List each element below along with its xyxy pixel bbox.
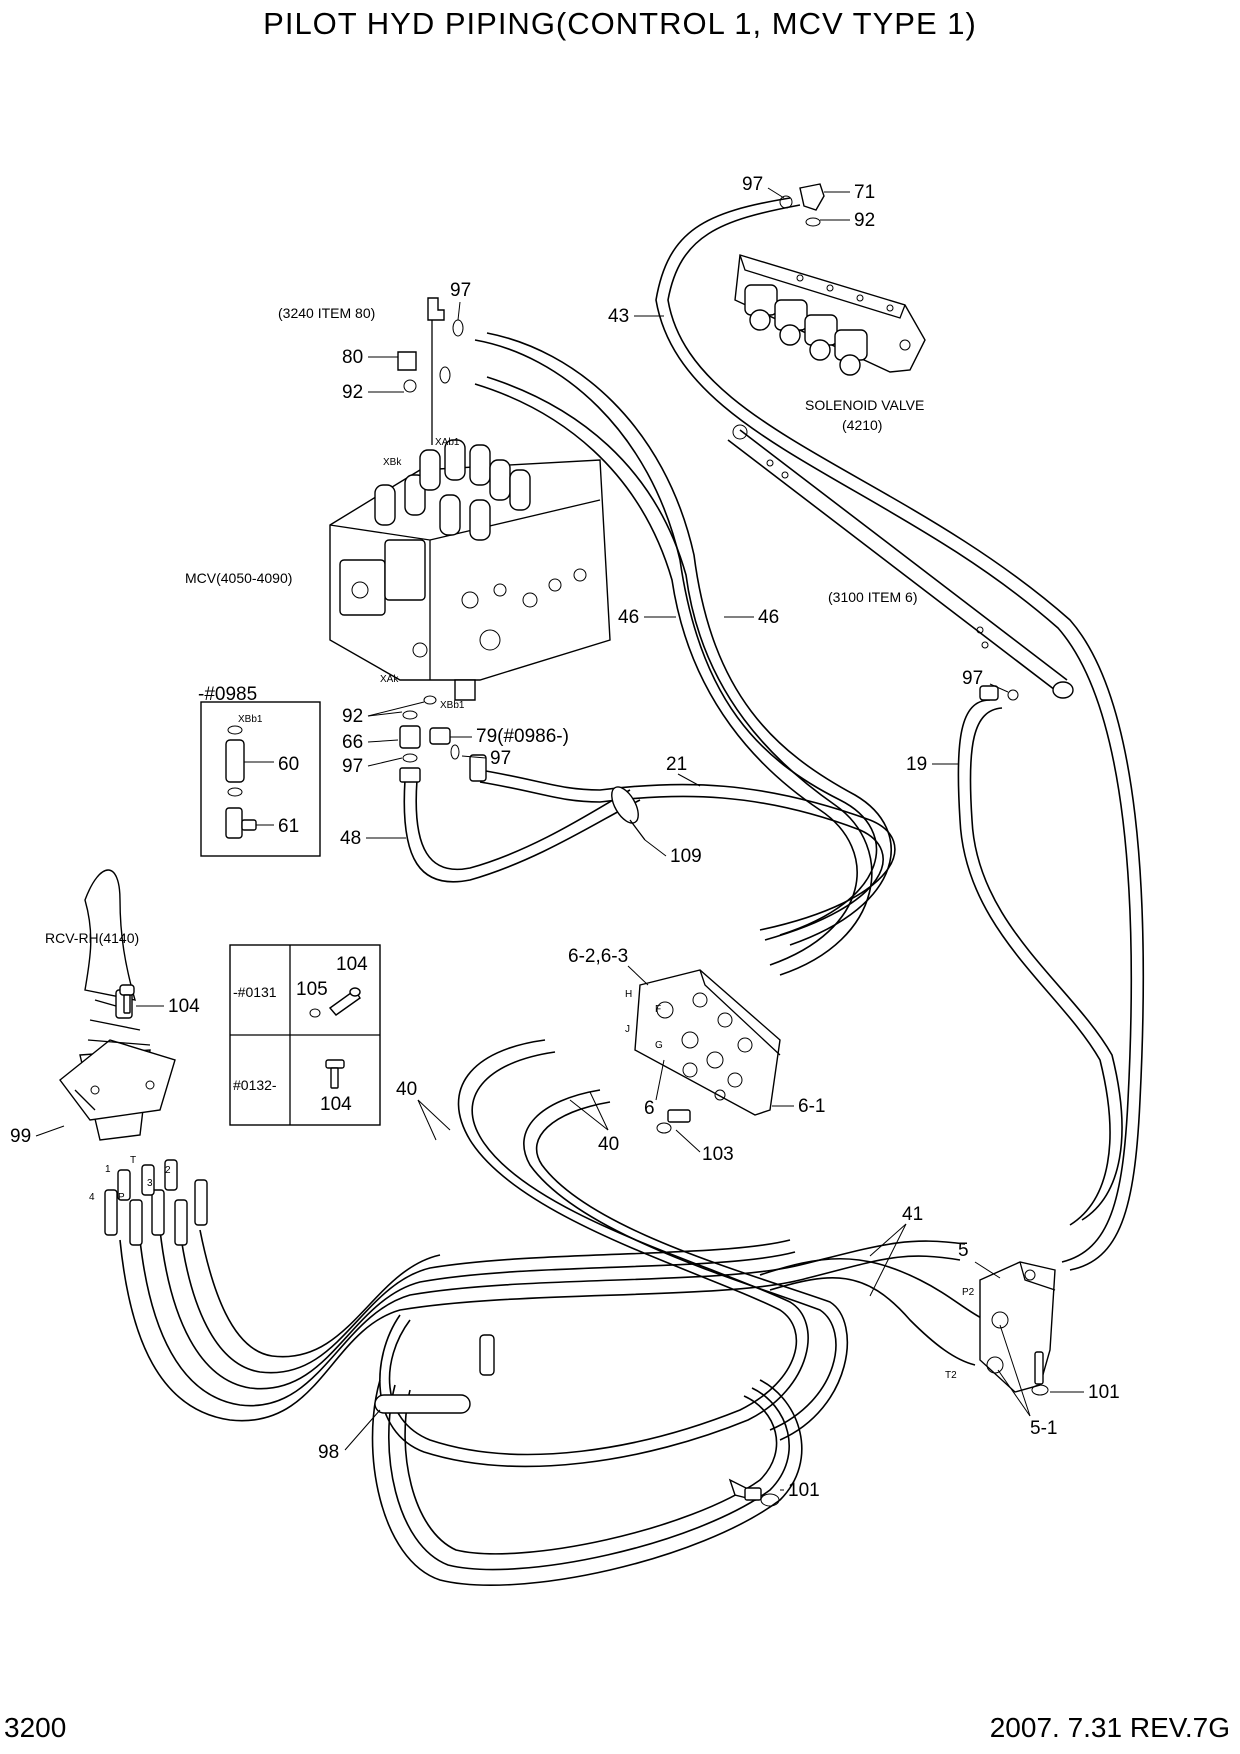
callout-19: 19 — [906, 754, 927, 775]
date-revision: 2007. 7.31 REV.7G — [989, 1712, 1230, 1743]
rcv-label: RCV-RH(4140) — [45, 930, 139, 946]
remote-control-valve[interactable] — [59, 869, 208, 1246]
callout-41: 41 — [902, 1204, 923, 1225]
callout-46: 46 — [758, 607, 779, 628]
callout-66: 66 — [342, 732, 363, 753]
callout-92: 92 — [854, 210, 875, 231]
callout-48: 48 — [340, 828, 361, 849]
port-xab1: XAb1 — [435, 437, 460, 448]
solenoid-valve-ref: (4210) — [842, 417, 882, 433]
inset-labels: -#0985 60 61 -#0131 105 104 #0132- 104 — [198, 684, 368, 1115]
manifold-5[interactable] — [979, 1261, 1056, 1396]
manifold-port-p2: P2 — [962, 1287, 975, 1298]
inset-callout-60: 60 — [278, 754, 299, 775]
callout-80: 80 — [342, 347, 363, 368]
inset-callout-104a: 104 — [336, 954, 368, 975]
callout-6-2-6-3: 6-2,6-3 — [568, 946, 628, 967]
callout-101: 101 — [1088, 1382, 1120, 1403]
port-letters: H F J G 1 T 3 2 4 P P2 T2 — [89, 989, 975, 1381]
callout-97: 97 — [962, 668, 983, 689]
mcv-label: MCV(4050-4090) — [185, 570, 292, 586]
pilot-block-6[interactable] — [634, 969, 781, 1134]
hose-clamp-109 — [611, 786, 646, 841]
manifold-port-t2: T2 — [945, 1370, 957, 1381]
port-xak: XAk — [380, 674, 399, 685]
callout-99: 99 — [10, 1126, 31, 1147]
callout-97: 97 — [742, 174, 763, 195]
part-callouts: 97 71 92 43 97 80 92 46 46 92 66 79(#098… — [10, 174, 1120, 1501]
callout-43: 43 — [608, 306, 629, 327]
page-title: PILOT HYD PIPING(CONTROL 1, MCV TYPE 1) — [263, 6, 977, 41]
callout-5-1: 5-1 — [1030, 1418, 1057, 1439]
port-g: G — [655, 1040, 663, 1051]
ref-3240-label: (3240 ITEM 80) — [278, 305, 375, 321]
bolt-101 — [728, 1478, 780, 1507]
port-xbk: XBk — [383, 457, 402, 468]
pilot-pipe-fitting — [732, 424, 1074, 701]
callout-104: 104 — [168, 996, 200, 1017]
port-j: J — [625, 1024, 630, 1035]
rcv-port-2: 2 — [165, 1165, 171, 1176]
port-xbb1: XBb1 — [440, 700, 465, 711]
rcv-port-t: T — [130, 1155, 136, 1166]
inset-callout-104b: 104 — [320, 1094, 352, 1115]
callout-21: 21 — [666, 754, 687, 775]
callout-98: 98 — [318, 1442, 339, 1463]
callout-71: 71 — [854, 182, 875, 203]
serial-0131: -#0131 — [233, 984, 277, 1000]
solenoid-valve[interactable] — [734, 183, 926, 376]
serial-0132: #0132- — [233, 1077, 277, 1093]
ref-3100-label: (3100 ITEM 6) — [828, 589, 917, 605]
component-labels: SOLENOID VALVE (4210) MCV(4050-4090) RCV… — [45, 305, 924, 946]
mcv-lower-fittings — [399, 695, 487, 783]
callout-40: 40 — [598, 1134, 619, 1155]
inset-serial-table — [229, 944, 381, 1126]
page-number: 3200 — [4, 1712, 67, 1743]
port-f: F — [655, 1004, 661, 1015]
inset-callout-105: 105 — [296, 979, 328, 1000]
inset-serial-0985-label: -#0985 — [198, 684, 257, 705]
callout-97: 97 — [490, 748, 511, 769]
inset-port-xbb1: XBb1 — [238, 714, 263, 725]
port-h: H — [625, 989, 632, 1000]
callout-103: 103 — [702, 1144, 734, 1165]
callout-6-1: 6-1 — [798, 1096, 825, 1117]
callout-97: 97 — [342, 756, 363, 777]
hose-clamp-98 — [374, 1334, 495, 1414]
inset-callout-61: 61 — [278, 816, 299, 837]
callout-92: 92 — [342, 382, 363, 403]
rcv-port-p: P — [118, 1192, 125, 1203]
main-control-valve[interactable] — [329, 297, 611, 701]
callout-109: 109 — [670, 846, 702, 867]
bolt-104 — [119, 984, 135, 1014]
rcv-port-4: 4 — [89, 1192, 95, 1203]
callout-6: 6 — [644, 1098, 655, 1119]
callout-5: 5 — [958, 1240, 969, 1261]
callout-79: 79(#0986-) — [476, 726, 569, 747]
callout-92: 92 — [342, 706, 363, 727]
callout-46: 46 — [618, 607, 639, 628]
inset-serial-0985 — [200, 701, 321, 857]
callout-101: 101 — [788, 1480, 820, 1501]
callout-40: 40 — [396, 1079, 417, 1100]
rcv-port-3: 3 — [147, 1178, 153, 1189]
hose-routing — [119, 197, 1145, 1586]
solenoid-valve-label: SOLENOID VALVE — [805, 397, 924, 413]
rcv-port-1: 1 — [105, 1164, 111, 1175]
callout-97: 97 — [450, 280, 471, 301]
